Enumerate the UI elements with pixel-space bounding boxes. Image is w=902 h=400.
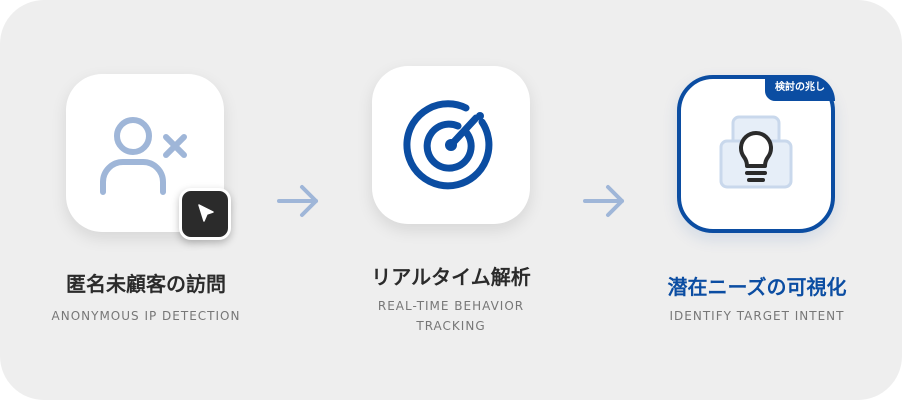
step-subtitle-needs: IDENTIFY TARGET INTENT xyxy=(669,309,845,323)
step-card-visit xyxy=(66,74,224,232)
user-x-icon xyxy=(100,117,187,195)
arrow-right-icon xyxy=(583,185,624,217)
lightbulb-icon xyxy=(719,115,793,189)
step-title-needs: 潜在ニーズの可視化 xyxy=(667,275,847,299)
step-title-analysis: リアルタイム解析 xyxy=(371,265,531,289)
step-subtitle-visit: ANONYMOUS IP DETECTION xyxy=(51,309,241,323)
radar-icon xyxy=(403,100,493,190)
arrow-right-icon xyxy=(277,185,318,217)
step-subtitle-analysis-line1: REAL-TIME BEHAVIOR xyxy=(377,299,525,313)
step-card-needs: 検討の兆し xyxy=(677,75,835,233)
step-card-analysis xyxy=(372,66,530,224)
intent-badge: 検討の兆し xyxy=(765,75,835,101)
step-subtitle-analysis-line2: TRACKING xyxy=(416,319,486,333)
cursor-pointer-icon xyxy=(179,188,231,240)
step-subtitle-analysis: REAL-TIME BEHAVIOR TRACKING xyxy=(321,296,581,336)
step-title-visit: 匿名未顧客の訪問 xyxy=(66,272,226,296)
